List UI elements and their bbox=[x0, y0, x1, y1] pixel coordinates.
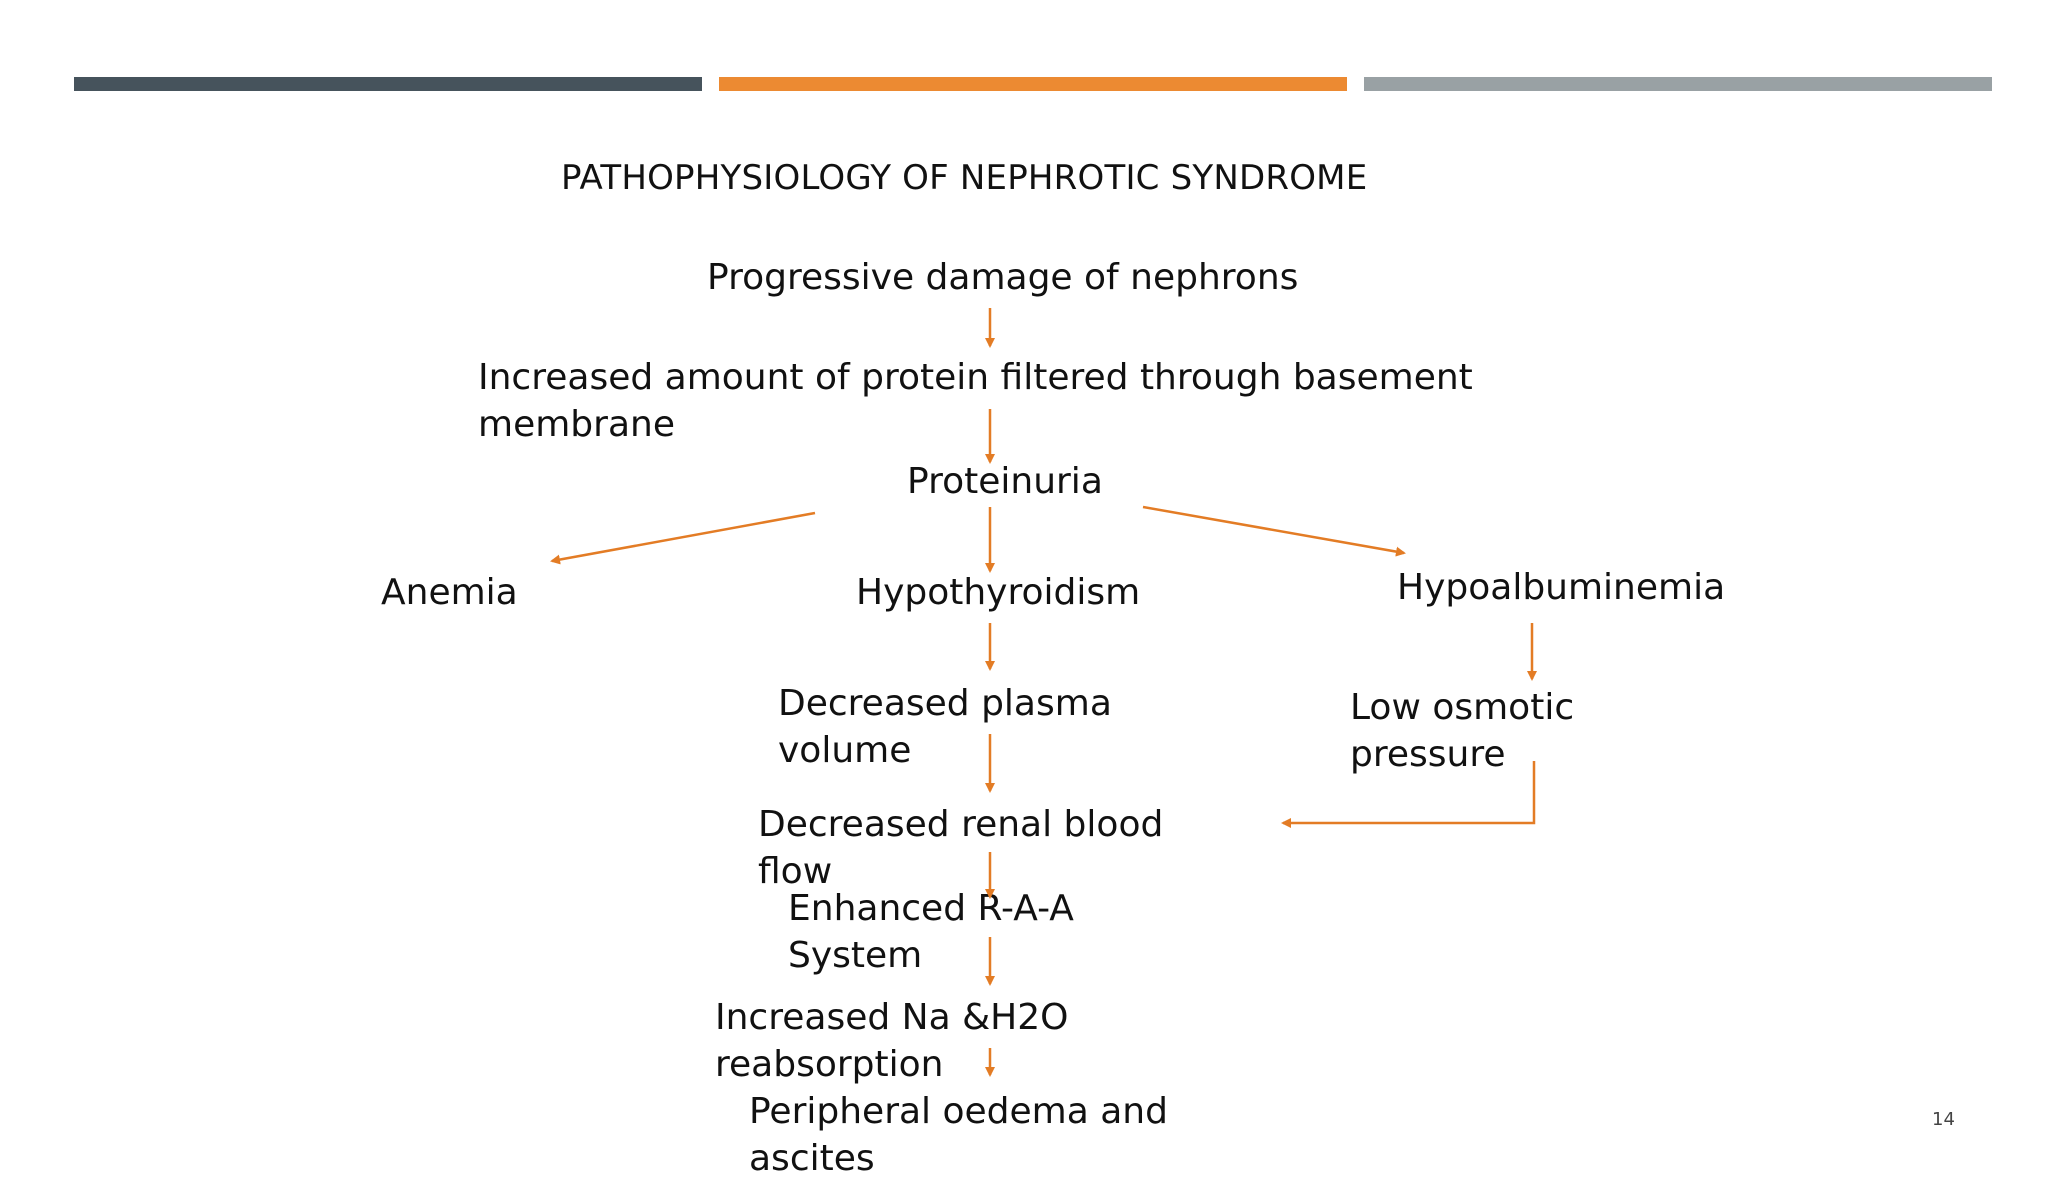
slide-title: PATHOPHYSIOLOGY OF NEPHROTIC SYNDROME bbox=[561, 158, 1368, 198]
top-bar-orange bbox=[719, 77, 1347, 91]
node-increased-na-line2: reabsorption bbox=[715, 1044, 944, 1085]
node-enhanced-raa-line1: Enhanced R-A-A bbox=[788, 888, 1074, 929]
top-bar-dark bbox=[74, 77, 702, 91]
node-decreased-plasma-line2: volume bbox=[778, 730, 912, 771]
node-proteinuria-text: Proteinuria bbox=[907, 461, 1103, 502]
node-enhanced-raa: Enhanced R-A-A System bbox=[788, 885, 1074, 979]
node-increased-protein-line1: Increased amount of protein filtered thr… bbox=[478, 357, 1473, 398]
node-increased-na-line1: Increased Na &H2O bbox=[715, 997, 1069, 1038]
page-number: 14 bbox=[1932, 1109, 1955, 1130]
node-decreased-renal: Decreased renal blood flow bbox=[758, 801, 1163, 895]
node-decreased-renal-line2: flow bbox=[758, 851, 833, 892]
node-anemia-text: Anemia bbox=[381, 572, 518, 613]
node-decreased-plasma-line1: Decreased plasma bbox=[778, 683, 1112, 724]
arrow-proteinuria-to-hypoalbuminemia bbox=[1142, 505, 1406, 557]
node-hypoalbuminemia: Hypoalbuminemia bbox=[1397, 564, 1725, 611]
node-low-osmotic-line1: Low osmotic bbox=[1350, 687, 1575, 728]
node-low-osmotic-line2: pressure bbox=[1350, 734, 1506, 775]
node-increased-protein: Increased amount of protein filtered thr… bbox=[478, 354, 1473, 448]
node-proteinuria: Proteinuria bbox=[907, 458, 1103, 505]
node-low-osmotic: Low osmotic pressure bbox=[1350, 684, 1574, 778]
arrow-osmotic-to-renal bbox=[1281, 761, 1536, 828]
arrow-proteinuria-to-anemia bbox=[550, 511, 816, 565]
top-bar-gray bbox=[1364, 77, 1992, 91]
node-hypoalbuminemia-text: Hypoalbuminemia bbox=[1397, 567, 1726, 608]
node-decreased-plasma: Decreased plasma volume bbox=[778, 680, 1112, 774]
node-hypothyroidism-text: Hypothyroidism bbox=[856, 572, 1141, 613]
flow-arrows bbox=[550, 308, 1537, 1077]
node-progressive-damage: Progressive damage of nephrons bbox=[707, 254, 1298, 301]
node-peripheral-oedema-line1: Peripheral oedema and bbox=[749, 1091, 1168, 1132]
node-hypothyroidism: Hypothyroidism bbox=[856, 569, 1140, 616]
node-increased-na: Increased Na &H2O reabsorption bbox=[715, 994, 1068, 1088]
node-enhanced-raa-line2: System bbox=[788, 935, 923, 976]
node-decreased-renal-line1: Decreased renal blood bbox=[758, 804, 1164, 845]
node-progressive-damage-text: Progressive damage of nephrons bbox=[707, 257, 1299, 298]
node-anemia: Anemia bbox=[381, 569, 518, 616]
node-increased-protein-line2: membrane bbox=[478, 404, 675, 445]
